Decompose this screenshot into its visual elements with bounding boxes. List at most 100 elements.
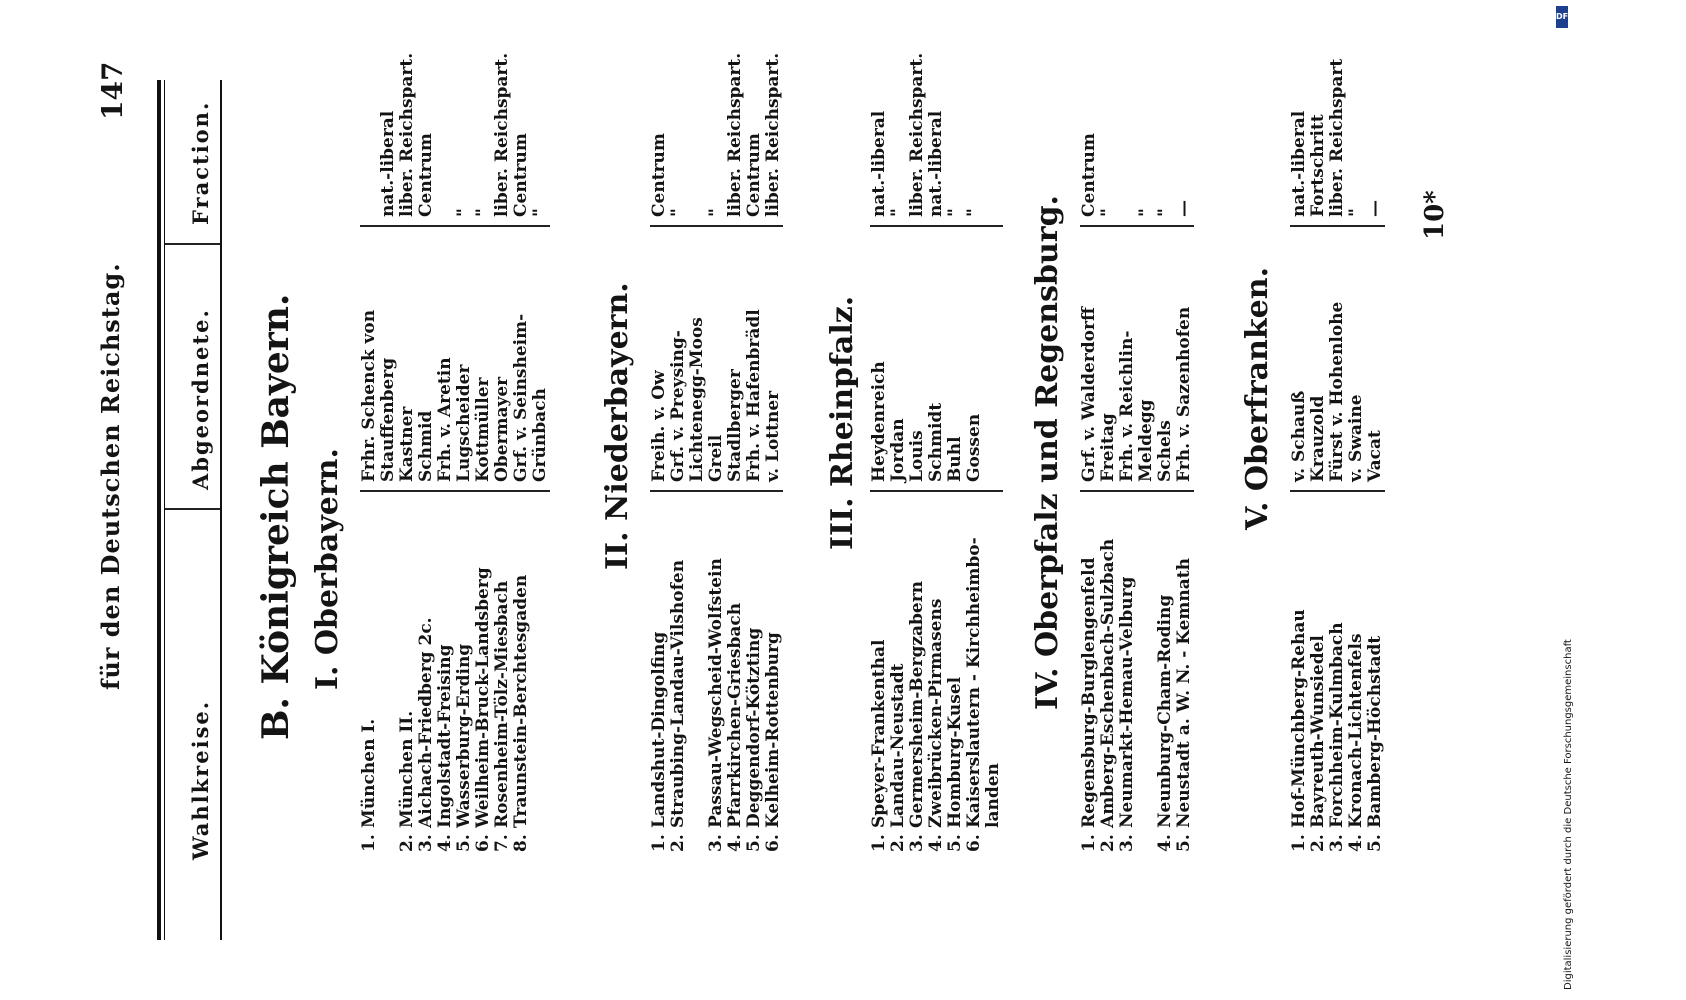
fraction-cell: Centrum — [511, 133, 531, 217]
row-number: 5. — [744, 834, 764, 852]
wahlkreis-cell: München II. — [397, 710, 417, 828]
main-title: B. Königreich Bayern. — [255, 293, 297, 740]
row-number: 1. — [869, 834, 889, 852]
abgeordneter-cell: v. Schauß — [1289, 390, 1309, 482]
wahlkreis-cell: Ingolstadt-Freising — [435, 644, 455, 828]
row-number: 6. — [964, 834, 984, 852]
wahlkreis-cell: Kronach-Lichtenfels — [1346, 633, 1366, 828]
fraction-cell: " — [945, 208, 965, 217]
row-number: 5. — [1174, 834, 1194, 852]
fraction-cell: " — [454, 208, 474, 217]
fraction-cell: " — [668, 208, 688, 217]
fraction-cell: liber. Reichspart — [1327, 58, 1347, 217]
row-number: 7. — [492, 834, 512, 852]
fraction-cell: liber. Reichspart. — [725, 52, 745, 217]
section-heading: II. Niederbayern. — [600, 282, 635, 570]
abgeordneter-cell: Frh. v. Hafenbrädl — [744, 309, 764, 482]
column-divider — [1290, 225, 1385, 227]
section-heading: III. Rheinpfalz. — [825, 295, 860, 550]
wahlkreis-cell: Neunburg-Cham-Roding — [1155, 594, 1175, 828]
wahlkreis-cell: Landshut-Dingolfing — [649, 631, 669, 828]
fraction-cell: nat.-liberal — [926, 110, 946, 217]
row-number: 3. — [706, 834, 726, 852]
row-number: 2. — [668, 834, 688, 852]
column-divider — [650, 225, 783, 227]
wahlkreis-cell: Amberg-Eschenbach-Sulzbach — [1098, 538, 1118, 828]
column-divider — [650, 490, 783, 492]
wahlkreis-cell: Landau-Neustadt — [888, 663, 908, 828]
abgeordneter-cell: v. Swaine — [1346, 394, 1366, 482]
fraction-cell: — — [1365, 200, 1385, 217]
row-number: 5. — [454, 834, 474, 852]
abgeordneter-cell: Stauffenberg — [378, 357, 398, 482]
row-number: 1. — [359, 834, 379, 852]
wahlkreis-cell: Zweibrücken-Pirmasens — [926, 598, 946, 828]
abgeordneter-cell: Jordan — [888, 418, 908, 482]
header-divider-2 — [165, 243, 220, 245]
row-number: 4. — [435, 834, 455, 852]
wahlkreis-cell: Aichach-Friedberg 2c. — [416, 617, 436, 828]
abgeordneter-cell: Freitag — [1098, 413, 1118, 482]
row-number: 1. — [649, 834, 669, 852]
fraction-cell: liber. Reichspart. — [907, 52, 927, 217]
column-divider — [870, 490, 1003, 492]
wahlkreis-cell: Homburg-Kusel — [945, 676, 965, 828]
page-number: 147 — [96, 61, 129, 120]
wahlkreis-cell: Hof-Münchberg-Rehau — [1289, 609, 1309, 828]
abgeordneter-cell: Grünbach — [530, 388, 550, 482]
abgeordneter-cell: Buhl — [945, 436, 965, 482]
fraction-cell: " — [1136, 208, 1156, 217]
abgeordneter-cell: Obermayer — [492, 376, 512, 482]
abgeordneter-cell: Frh. v. Reichlin- — [1117, 330, 1137, 482]
row-number: 3. — [416, 834, 436, 852]
wahlkreis-cell: Pfarrkirchen-Griesbach — [725, 602, 745, 828]
abgeordneter-cell: Stadlberger — [725, 369, 745, 482]
abgeordneter-cell: Heydenreich — [869, 361, 889, 482]
section-heading: IV. Oberpfalz und Regensburg. — [1030, 195, 1065, 710]
wahlkreis-cell: Regensburg-Burglengenfeld — [1079, 557, 1099, 828]
fraction-cell: nat.-liberal — [1289, 110, 1309, 217]
row-number: 4. — [1155, 834, 1175, 852]
abgeordneter-cell: Grf. v. Seinsheim- — [511, 313, 531, 482]
column-divider — [1080, 490, 1194, 492]
signature-mark: 10* — [1420, 190, 1450, 240]
fraction-cell: " — [706, 208, 726, 217]
row-number: 1. — [1079, 834, 1099, 852]
abgeordneter-cell: Krauzold — [1308, 395, 1328, 482]
fraction-cell: " — [1155, 208, 1175, 217]
row-number: 2. — [1098, 834, 1118, 852]
header-divider-1 — [165, 508, 220, 510]
abgeordneter-cell: Grf. v. Preysing- — [668, 330, 688, 482]
row-number: 2. — [888, 834, 908, 852]
fraction-cell: " — [1346, 208, 1366, 217]
row-number: 3. — [907, 834, 927, 852]
wahlkreis-cell: Speyer-Frankenthal — [869, 639, 889, 828]
wahlkreis-cell: Traunstein-Berchtesgaden — [511, 574, 531, 828]
row-number: 4. — [725, 834, 745, 852]
fraction-cell: Centrum — [744, 133, 764, 217]
row-number: 3. — [1117, 834, 1137, 852]
top-rule-thin — [164, 80, 165, 940]
abgeordneter-cell: Fürst v. Hohenlohe — [1327, 301, 1347, 482]
abgeordneter-cell: Freih. v. Ow — [649, 370, 669, 482]
abgeordneter-cell: Kottmüller — [473, 377, 493, 482]
fraction-cell: Centrum — [416, 133, 436, 217]
wahlkreis-cell: Rosenheim-Tölz-Miesbach — [492, 580, 512, 828]
wahlkreis-cell: Neustadt a. W. N. - Kemnath — [1174, 558, 1194, 828]
wahlkreis-cell: Bayreuth-Wunsiedel — [1308, 635, 1328, 828]
abgeordneter-cell: Lugscheider — [454, 364, 474, 482]
wahlkreis-cell: Wasserburg-Erding — [454, 643, 474, 828]
abgeordneter-cell: Lichtenegg-Moos — [687, 317, 707, 482]
row-number: 5. — [1365, 834, 1385, 852]
abgeordneter-cell: Grf. v. Walderdorff — [1079, 307, 1099, 482]
column-divider — [1080, 225, 1194, 227]
running-title: für den Deutschen Reichstag. — [96, 262, 125, 690]
fraction-cell: " — [473, 208, 493, 217]
wahlkreis-cell: Neumarkt-Hemau-Velburg — [1117, 576, 1137, 828]
abgeordneter-cell: Schmid — [416, 410, 436, 482]
fraction-cell: liber. Reichspart. — [763, 52, 783, 217]
abgeordneter-cell: v. Lottner — [763, 390, 783, 482]
wahlkreis-cell: landen — [983, 763, 1003, 828]
